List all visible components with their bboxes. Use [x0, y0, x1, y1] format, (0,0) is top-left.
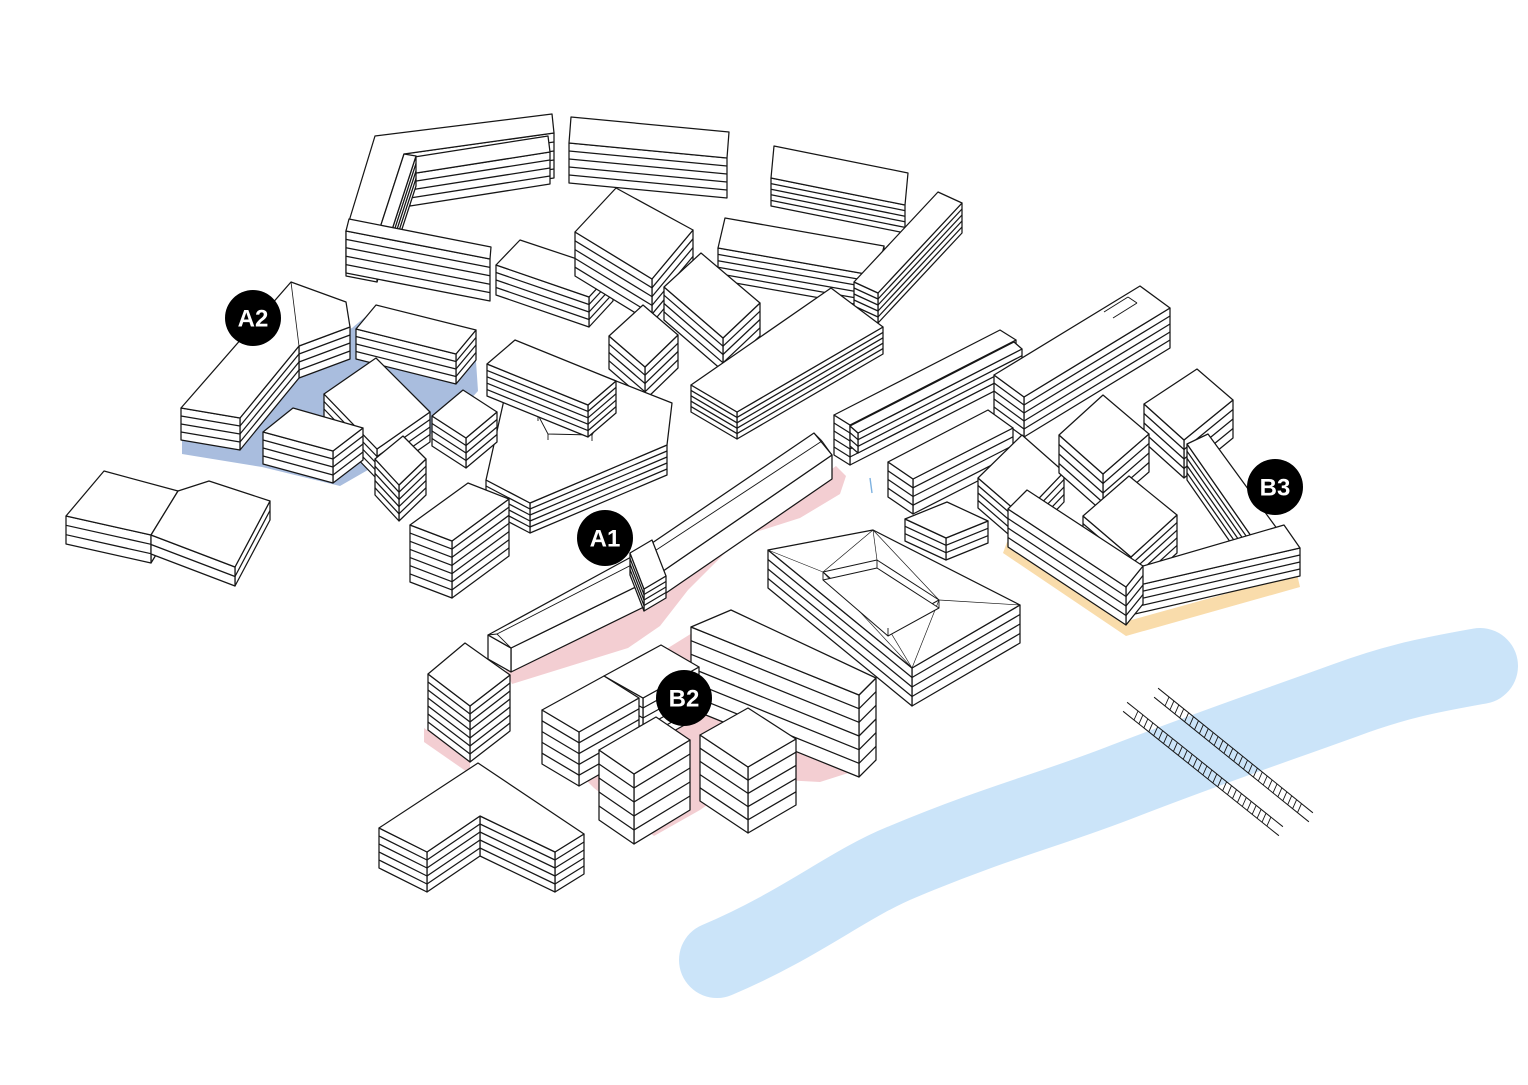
- svg-text:A2: A2: [238, 306, 269, 333]
- svg-text:A1: A1: [590, 526, 621, 553]
- svg-text:B2: B2: [669, 686, 700, 713]
- svg-text:B3: B3: [1260, 475, 1291, 502]
